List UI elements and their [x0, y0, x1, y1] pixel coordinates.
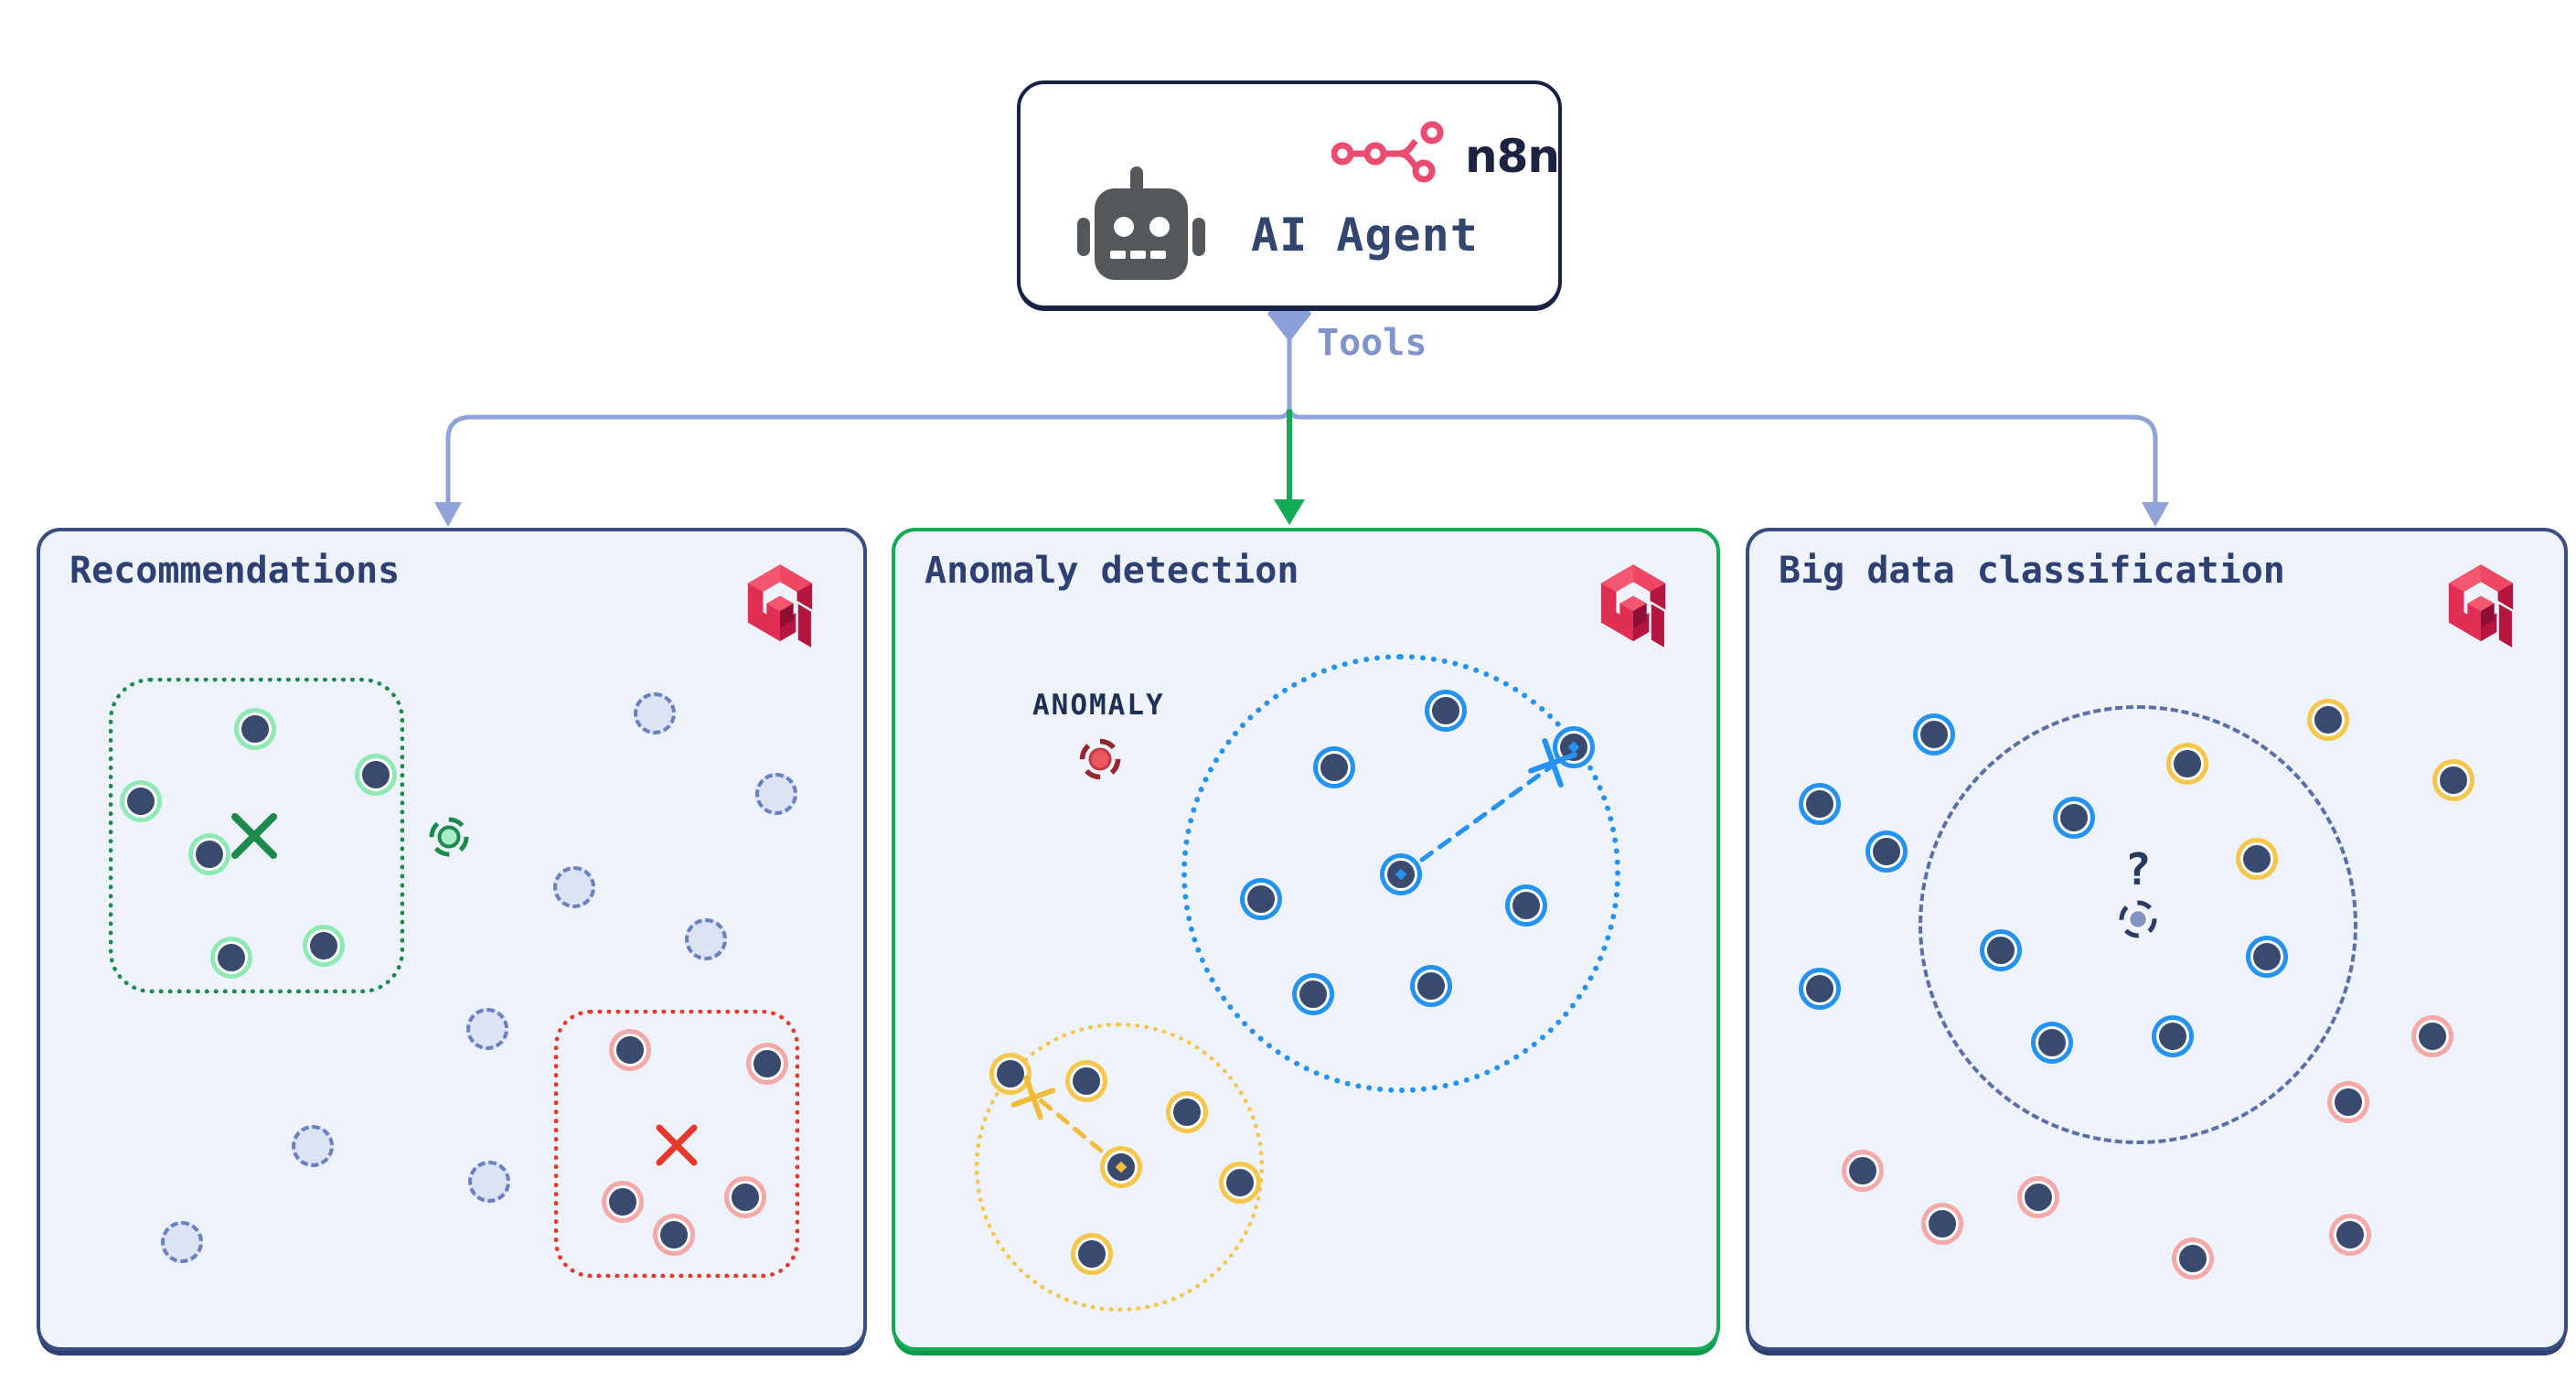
data-point-yellow — [2166, 743, 2208, 785]
data-point-blue — [1799, 783, 1841, 825]
data-point-green — [234, 708, 276, 750]
data-point-blue — [2053, 797, 2095, 839]
data-point-yellow — [2432, 759, 2474, 801]
n8n-brand-label: n8n — [1465, 130, 1560, 183]
panel-big-data-classification: Big data classification ? — [1746, 528, 2568, 1351]
cluster-boundary — [1181, 654, 1620, 1093]
data-point-green — [355, 754, 397, 796]
data-point-gray — [755, 773, 797, 815]
data-point-blue — [2152, 1015, 2194, 1057]
data-point-pink — [2017, 1176, 2059, 1218]
data-point-blue — [1799, 968, 1841, 1010]
robot-icon — [1077, 166, 1205, 280]
agent-label: AI Agent — [1251, 209, 1479, 262]
panel-title: Recommendations — [69, 550, 401, 592]
data-point-gray — [685, 918, 727, 960]
data-point-yellow — [1166, 1091, 1208, 1133]
data-point-gray — [553, 866, 595, 908]
data-point-pink — [2172, 1238, 2214, 1280]
data-point-blue — [2031, 1022, 2073, 1064]
data-point-blue — [1313, 746, 1355, 788]
data-point-gray — [468, 1161, 510, 1203]
tools-label: Tools — [1317, 322, 1427, 364]
data-point-yellow — [2236, 838, 2278, 880]
qdrant-logo — [2448, 564, 2515, 652]
data-point-yellow — [1065, 1060, 1107, 1102]
cluster-boundary — [975, 1023, 1264, 1312]
data-point-yellow — [2307, 699, 2349, 741]
data-point-pink — [2411, 1015, 2453, 1057]
data-point-pink — [2329, 1214, 2371, 1256]
data-point-pink — [2327, 1081, 2369, 1123]
anomaly-label: ANOMALY — [1032, 689, 1165, 722]
data-point-blue — [1505, 884, 1547, 927]
data-point-pink — [609, 1029, 651, 1071]
data-point-blue — [2246, 936, 2288, 978]
cluster-boundary — [109, 678, 404, 993]
data-point-yellow — [1219, 1162, 1261, 1204]
data-point-pink — [1842, 1150, 1884, 1192]
data-point-blue — [1292, 973, 1334, 1015]
panel-title: Anomaly detection — [925, 550, 1299, 592]
n8n-logo-icon — [1331, 121, 1444, 183]
query-point-marker-red — [1079, 738, 1121, 780]
data-point-blue — [1553, 726, 1595, 768]
arrow-down-green-icon — [1274, 499, 1305, 525]
data-point-pink — [724, 1176, 766, 1218]
qdrant-logo — [1600, 564, 1667, 652]
data-point-blue — [1865, 830, 1908, 873]
panel-anomaly-detection: Anomaly detection ANOMALY — [892, 528, 1720, 1351]
arrow-down-icon — [2142, 502, 2169, 527]
data-point-gray — [466, 1008, 508, 1050]
panel-title: Big data classification — [1779, 550, 2285, 592]
qdrant-logo — [747, 564, 814, 652]
data-point-yellow — [1071, 1233, 1113, 1275]
query-point-marker-green — [429, 817, 469, 857]
cluster-boundary — [1919, 705, 2357, 1144]
panel-recommendations: Recommendations — [37, 528, 867, 1351]
data-point-blue — [1425, 690, 1467, 732]
data-point-green — [303, 925, 345, 967]
data-point-yellow — [989, 1053, 1031, 1095]
data-point-gray — [161, 1221, 203, 1263]
data-point-green — [120, 780, 162, 822]
data-point-gray — [634, 692, 676, 734]
ai-agent-node[interactable]: AI Agent n8n — [1017, 80, 1562, 309]
data-point-blue — [1980, 929, 2022, 971]
data-point-yellow — [1100, 1146, 1142, 1188]
data-point-pink — [1921, 1203, 1963, 1245]
cluster-boundary — [554, 1010, 799, 1278]
data-point-blue — [1240, 878, 1282, 920]
data-point-blue — [1913, 713, 1955, 755]
data-point-pink — [602, 1181, 644, 1223]
query-question-mark: ? — [2124, 844, 2152, 895]
data-point-green — [210, 937, 252, 979]
data-point-pink — [653, 1214, 695, 1256]
data-point-pink — [746, 1043, 788, 1085]
data-point-green — [188, 833, 230, 875]
data-point-blue — [1410, 965, 1452, 1007]
data-point-gray — [292, 1125, 334, 1167]
arrow-down-icon — [434, 502, 462, 527]
data-point-blue — [1380, 853, 1422, 895]
